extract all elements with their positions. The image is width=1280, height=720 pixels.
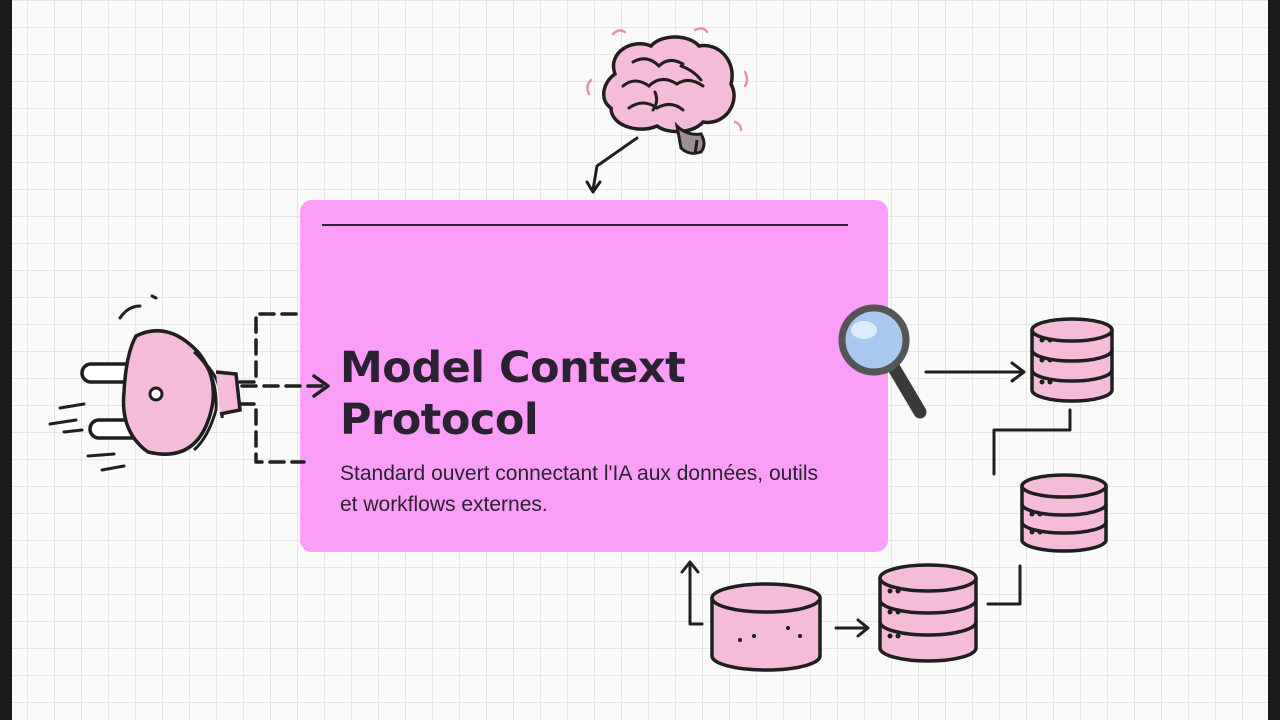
brain-icon <box>585 27 749 194</box>
database-icon <box>680 317 1114 672</box>
video-frame-left <box>0 0 12 720</box>
plug-icon <box>48 294 330 472</box>
mcp-card: Model Context Protocol Standard ouvert c… <box>300 200 888 552</box>
magnifier-icon <box>838 304 927 419</box>
card-subtitle: Standard ouvert connectant l'IA aux donn… <box>340 462 818 516</box>
card-divider <box>322 224 848 226</box>
card-title: Model Context Protocol <box>340 343 686 445</box>
arrow-to-database <box>924 361 1026 383</box>
video-frame-right <box>1268 0 1280 720</box>
